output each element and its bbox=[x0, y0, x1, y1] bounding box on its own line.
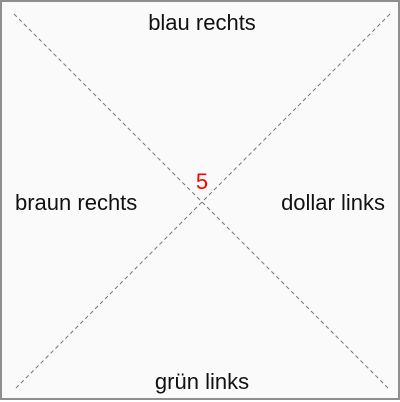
diagonal-line-top-left-to-bottom-right bbox=[13, 13, 391, 391]
bottom-zone-label: grün links bbox=[154, 369, 250, 394]
center-number: 5 bbox=[195, 169, 209, 194]
diagonal-line-top-right-to-bottom-left bbox=[13, 13, 391, 391]
left-zone-label: braun rechts bbox=[15, 190, 138, 215]
top-zone-label: blau rechts bbox=[148, 10, 256, 35]
right-zone-label: dollar links bbox=[281, 190, 385, 215]
